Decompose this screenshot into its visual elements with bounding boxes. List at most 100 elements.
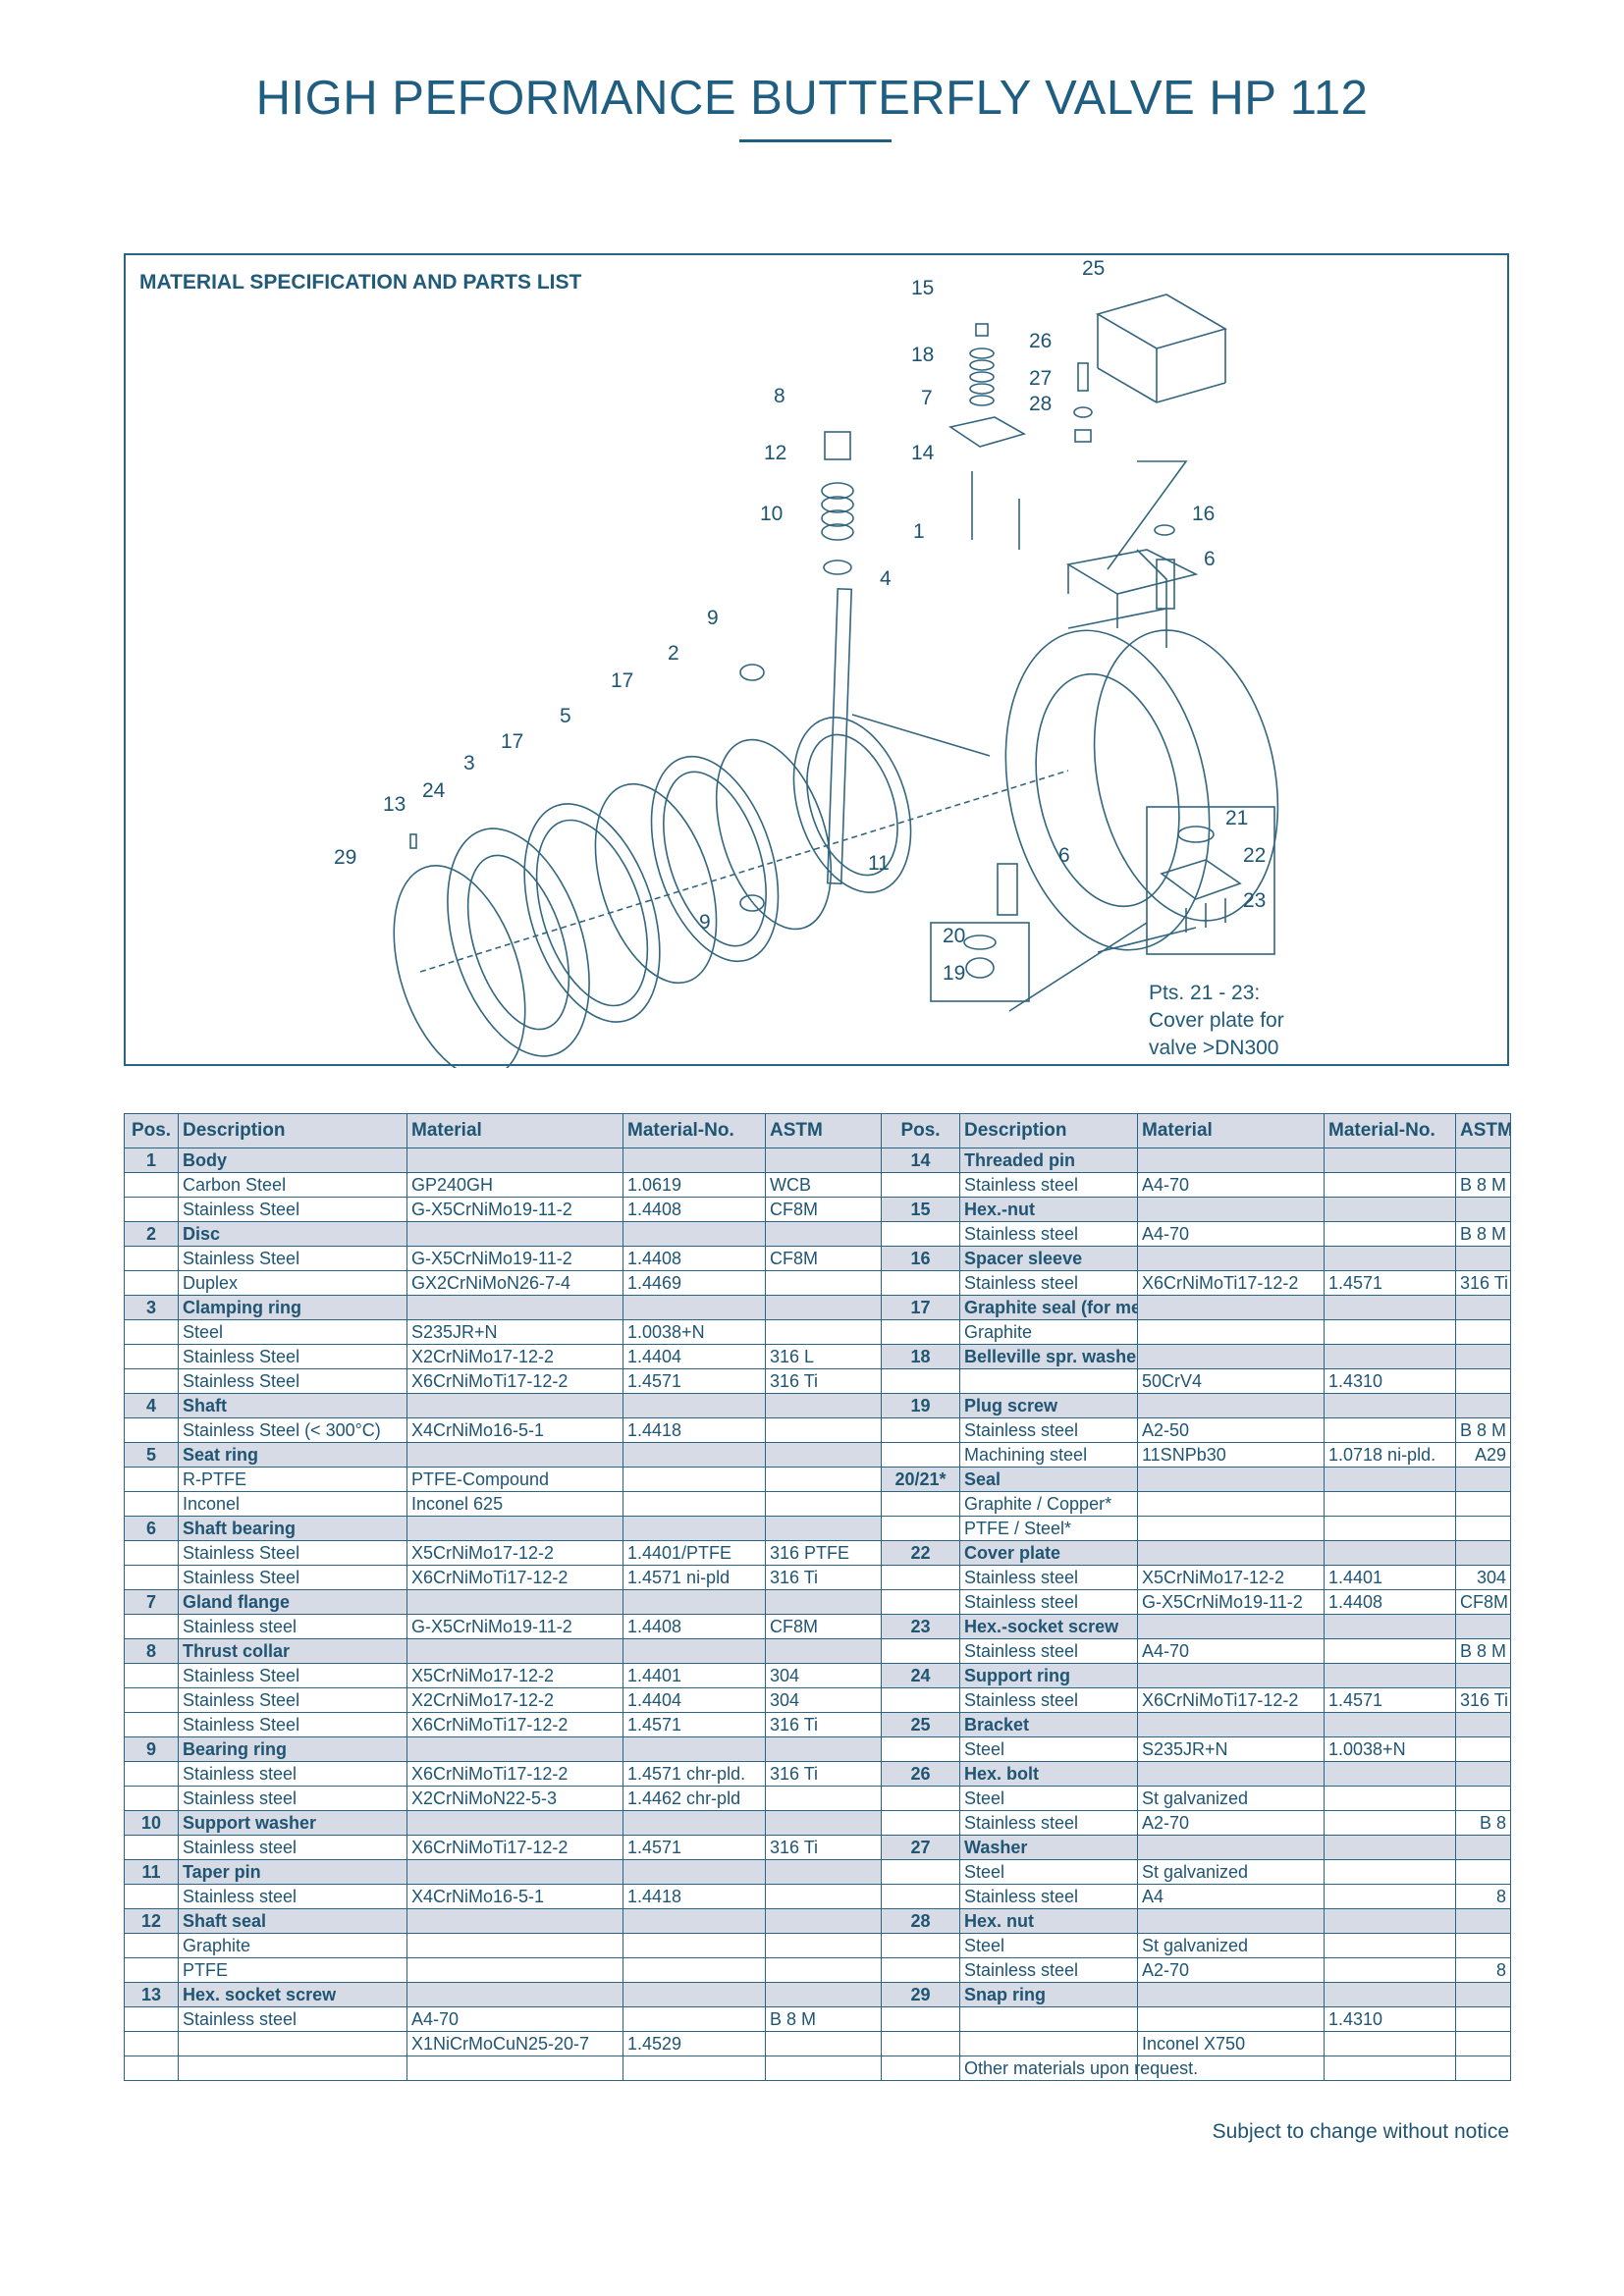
left-pos-cell xyxy=(124,1172,179,1198)
right-material-cell xyxy=(1137,1663,1325,1688)
left-astm-cell xyxy=(765,1393,882,1418)
right-astm-cell: B 8 M xyxy=(1455,1172,1511,1198)
right-pos-cell: 26 xyxy=(881,1761,960,1787)
callout-label: 14 xyxy=(911,442,935,464)
left-astm-cell xyxy=(765,1908,882,1934)
left-material-no-cell xyxy=(623,2056,766,2081)
header-description-left: Description xyxy=(178,1113,407,1148)
left-pos-cell xyxy=(124,1246,179,1271)
left-material-cell xyxy=(406,1516,623,1541)
left-material-no-cell: 1.4404 xyxy=(623,1687,766,1713)
callout-label: 15 xyxy=(911,277,934,299)
right-material-cell: A4-70 xyxy=(1137,1172,1325,1198)
callout-label: 25 xyxy=(1082,257,1105,280)
right-astm-cell: CF8M xyxy=(1455,1589,1511,1615)
right-astm-cell xyxy=(1455,1344,1511,1369)
left-material-no-cell: 1.4469 xyxy=(623,1270,766,1296)
right-pos-cell xyxy=(881,1442,960,1468)
left-astm-cell: 316 Ti xyxy=(765,1712,882,1737)
left-description-cell: Stainless Steel xyxy=(178,1540,407,1566)
left-material-no-cell: 1.4401/PTFE xyxy=(623,1540,766,1566)
left-description-cell: Duplex xyxy=(178,1270,407,1296)
left-material-no-cell: 1.4418 xyxy=(623,1417,766,1443)
left-material-no-cell xyxy=(623,1933,766,1958)
left-material-no-cell xyxy=(623,1442,766,1468)
left-pos-cell xyxy=(124,1933,179,1958)
caption-line: valve >DN300 xyxy=(1149,1037,1279,1059)
left-pos-cell xyxy=(124,1491,179,1517)
right-astm-cell: B 8 M xyxy=(1455,1417,1511,1443)
callout-label: 2 xyxy=(668,642,679,665)
left-astm-cell: 304 xyxy=(765,1687,882,1713)
right-pos-cell xyxy=(881,2056,960,2081)
right-pos-cell xyxy=(881,1859,960,1885)
left-material-no-cell xyxy=(623,1638,766,1664)
right-material-no-cell xyxy=(1324,1982,1456,2007)
left-material-cell: X6CrNiMoTi17-12-2 xyxy=(406,1368,623,1394)
left-description-cell: Body xyxy=(178,1148,407,1173)
callout-label: 1 xyxy=(913,520,925,543)
left-material-cell xyxy=(406,1982,623,2007)
left-material-no-cell: 1.4571 ni-pld xyxy=(623,1565,766,1590)
left-description-cell: Taper pin xyxy=(178,1859,407,1885)
right-description-cell: Cover plate xyxy=(959,1540,1138,1566)
left-material-no-cell: 1.4408 xyxy=(623,1246,766,1271)
right-astm-cell xyxy=(1455,1908,1511,1934)
right-astm-cell xyxy=(1455,1368,1511,1394)
right-description-cell: Hex. bolt xyxy=(959,1761,1138,1787)
left-astm-cell xyxy=(765,1859,882,1885)
right-description-cell: Hex.-nut xyxy=(959,1197,1138,1222)
left-material-no-cell xyxy=(623,1982,766,2007)
right-description-cell: Stainless steel xyxy=(959,1172,1138,1198)
left-description-cell: Carbon Steel xyxy=(178,1172,407,1198)
right-pos-cell xyxy=(881,1687,960,1713)
left-description-cell: Stainless steel xyxy=(178,1835,407,1860)
right-description-cell: Plug screw xyxy=(959,1393,1138,1418)
left-astm-cell xyxy=(765,1933,882,1958)
right-material-cell xyxy=(1137,1393,1325,1418)
callout-label: 27 xyxy=(1029,367,1052,390)
right-description-cell: Graphite seal (for metal seat) xyxy=(959,1295,1138,1320)
left-description-cell xyxy=(178,2056,407,2081)
left-astm-cell: WCB xyxy=(765,1172,882,1198)
left-pos-cell: 11 xyxy=(124,1859,179,1885)
left-pos-cell: 7 xyxy=(124,1589,179,1615)
right-pos-cell: 20/21* xyxy=(881,1467,960,1492)
left-material-no-cell: 1.4571 chr-pld. xyxy=(623,1761,766,1787)
right-description-cell: Snap ring xyxy=(959,1982,1138,2007)
left-description-cell: Inconel xyxy=(178,1491,407,1517)
right-astm-cell: A29 xyxy=(1455,1442,1511,1468)
right-astm-cell xyxy=(1455,1393,1511,1418)
callout-label: 16 xyxy=(1192,503,1215,525)
left-description-cell: Disc xyxy=(178,1221,407,1247)
left-material-cell: A4-70 xyxy=(406,2006,623,2032)
right-material-no-cell xyxy=(1324,1491,1456,1517)
callout-label: 23 xyxy=(1243,889,1266,912)
right-material-no-cell xyxy=(1324,1344,1456,1369)
right-material-no-cell xyxy=(1324,1540,1456,1566)
callout-label: 3 xyxy=(463,752,475,774)
right-astm-cell: 304 xyxy=(1455,1565,1511,1590)
right-material-no-cell xyxy=(1324,1712,1456,1737)
right-material-cell: St galvanized xyxy=(1137,1786,1325,1811)
right-material-no-cell: 1.0038+N xyxy=(1324,1736,1456,1762)
left-material-cell: X6CrNiMoTi17-12-2 xyxy=(406,1712,623,1737)
right-description-cell: Support ring xyxy=(959,1663,1138,1688)
left-material-no-cell xyxy=(623,2006,766,2032)
right-pos-cell xyxy=(881,2006,960,2032)
left-material-cell xyxy=(406,1221,623,1247)
right-pos-cell: 15 xyxy=(881,1197,960,1222)
right-material-cell: A2-70 xyxy=(1137,1810,1325,1836)
right-description-cell: Stainless steel xyxy=(959,1221,1138,1247)
right-material-cell: Inconel X750 xyxy=(1137,2031,1325,2056)
